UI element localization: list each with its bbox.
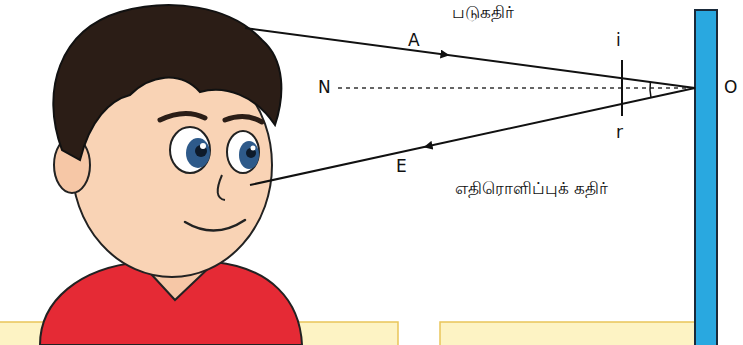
boy-eye (227, 131, 259, 173)
angle-label: i (616, 30, 621, 50)
ray-arrowhead (428, 88, 695, 146)
bottom-box (440, 322, 715, 345)
boy-nose (218, 175, 225, 200)
angle-arc (650, 82, 651, 98)
ray-name: படுகதிர் (452, 2, 514, 22)
point-label: A (408, 30, 420, 50)
eye-shine (251, 146, 256, 151)
point-label: N (318, 77, 331, 97)
normal-line (338, 87, 695, 89)
boy-pupil (186, 138, 210, 168)
boy-mouth (185, 220, 245, 231)
ray-name: எதிரொளிப்புக் கதிர் (455, 178, 608, 198)
angle-divider (621, 60, 623, 116)
boy-pupil (239, 141, 259, 169)
point-label: O (724, 77, 737, 97)
eye-shine (200, 143, 206, 149)
boy-eyebrow (225, 116, 262, 122)
ray-arrowhead (245, 28, 445, 55)
incident-ray (245, 28, 695, 88)
boy-eyebrow (160, 113, 205, 120)
boy-eye (170, 127, 210, 173)
angle-label: r (616, 122, 623, 142)
point-label: E (396, 156, 407, 176)
plane-mirror (695, 10, 717, 345)
reflected-ray (250, 88, 695, 185)
